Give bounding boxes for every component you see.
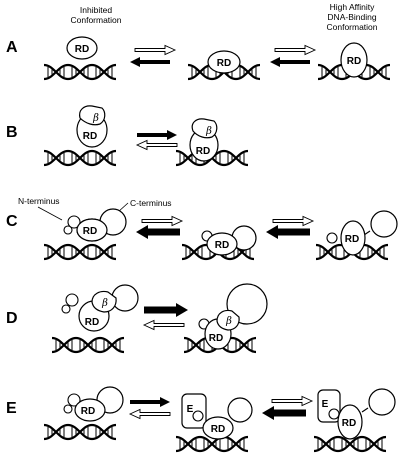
- row-letter-c: C: [6, 213, 18, 230]
- row-a-state-3: RD: [316, 42, 392, 81]
- row-e-state-2: E RD: [174, 393, 253, 453]
- header-right-line3: Conformation: [326, 22, 377, 32]
- row-letter-a: A: [6, 39, 18, 56]
- rd-label: RD: [83, 131, 97, 142]
- row-a-state-1: RD: [42, 36, 118, 81]
- rd-label: RD: [347, 56, 361, 67]
- e-label: E: [322, 399, 329, 410]
- rd-label: RD: [83, 226, 97, 237]
- header-left-line2: Conformation: [70, 15, 121, 25]
- beta-label: β: [92, 113, 99, 124]
- e-label: E: [187, 404, 194, 415]
- rd-label: RD: [196, 146, 210, 157]
- row-e-arrows-1: [129, 397, 171, 419]
- rd-label: RD: [81, 406, 95, 417]
- row-c-state-3: RD: [314, 210, 398, 261]
- row-b-arrows: [136, 130, 178, 150]
- row-c-state-2: RD: [180, 225, 257, 261]
- c-terminus-label: C-terminus: [130, 198, 172, 208]
- rd-label: RD: [345, 234, 359, 245]
- rd-label: RD: [211, 424, 225, 435]
- row-letter-d: D: [6, 310, 18, 327]
- rd-label: RD: [75, 44, 89, 55]
- header-right-line2: DNA-Binding: [327, 12, 376, 22]
- rd-label: RD: [209, 333, 223, 344]
- row-c-arrows-1: [136, 216, 183, 239]
- row-a-state-2: RD: [186, 50, 262, 81]
- header-left-line1: Inhibited: [80, 5, 112, 15]
- rd-label: RD: [215, 240, 229, 251]
- row-letter-b: B: [6, 124, 18, 141]
- rd-label: RD: [217, 58, 231, 69]
- row-e-state-3: E RD: [312, 388, 396, 453]
- row-letter-e: E: [6, 400, 17, 417]
- row-b-state-2: β RD: [174, 118, 250, 167]
- row-a-arrows-2: [270, 45, 316, 67]
- header-right-line1: High Affinity: [330, 2, 375, 12]
- n-terminus-label: N-terminus: [18, 196, 60, 206]
- row-c-state-1: RD: [42, 208, 127, 261]
- row-e-arrows-2: [262, 396, 313, 420]
- n-terminus-pointer: [37, 206, 63, 221]
- rd-label: RD: [85, 317, 99, 328]
- beta-label: β: [225, 316, 232, 327]
- row-d-state-1: β RD: [50, 284, 139, 354]
- row-e-state-1: RD: [42, 386, 124, 441]
- row-b-state-1: β RD: [42, 105, 118, 167]
- beta-label: β: [101, 298, 108, 309]
- row-d-arrows: [143, 303, 188, 330]
- beta-label: β: [205, 126, 212, 137]
- rd-label: RD: [342, 418, 356, 429]
- row-d-state-2: β RD: [182, 283, 268, 354]
- row-c-arrows-2: [266, 216, 314, 239]
- row-a-arrows-1: [130, 45, 176, 67]
